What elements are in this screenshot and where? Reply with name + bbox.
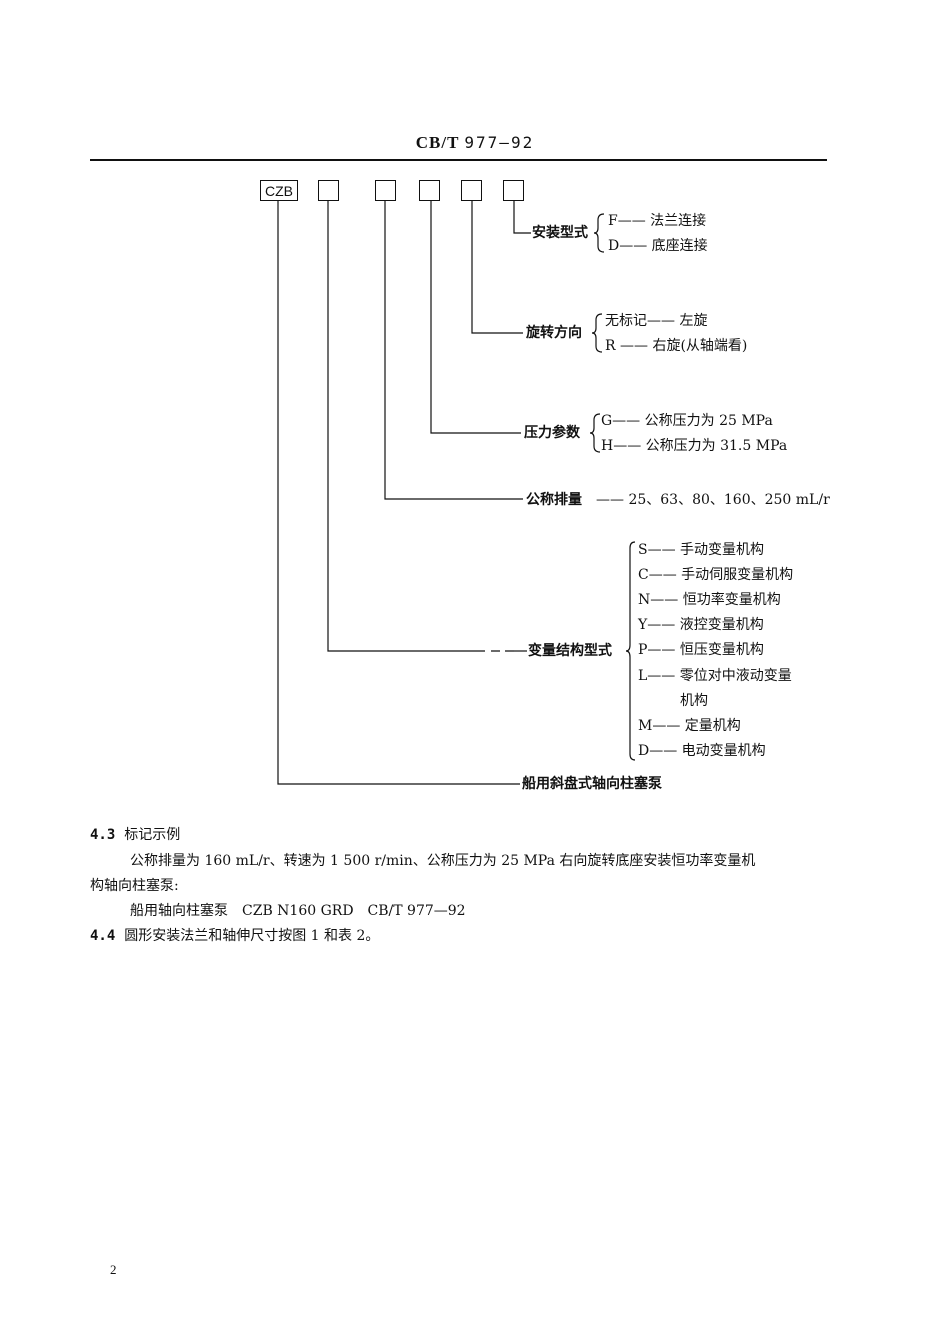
rotation-option-none: 无标记—— 左旋	[605, 313, 708, 329]
line-displacement	[384, 200, 523, 500]
section-4-3-title: 标记示例	[124, 827, 181, 843]
section-4-3-line1: 公称排量为 160 mL/r、转速为 1 500 r/min、公称压力为 25 …	[130, 853, 756, 869]
control-label: 变量结构型式	[528, 643, 612, 659]
control-option-n: N—— 恒功率变量机构	[638, 592, 781, 608]
page-number: 2	[110, 1262, 117, 1277]
brace-control	[625, 541, 636, 761]
section-4-4-text: 圆形安装法兰和轴伸尺寸按图 1 和表 2。	[124, 928, 380, 944]
control-option-y: Y—— 液控变量机构	[638, 617, 764, 633]
displacement-box	[375, 180, 396, 201]
standard-code: CB/T	[415, 133, 460, 152]
control-option-l-cont: 机构	[680, 693, 708, 709]
pressure-option-h: H—— 公称压力为 31.5 MPa	[601, 438, 788, 454]
prefix-box: CZB	[260, 180, 298, 201]
displacement-values: —— 25、63、80、160、250 mL/r	[596, 492, 830, 508]
section-4-4-number: 4.4	[90, 928, 116, 944]
product-label: 船用斜盘式轴向柱塞泵	[522, 776, 662, 792]
pressure-label: 压力参数	[524, 425, 580, 441]
line-rotation	[471, 200, 523, 334]
section-4-3-number: 4.3	[90, 827, 116, 843]
control-box	[318, 180, 339, 201]
mounting-label: 安装型式	[532, 225, 588, 241]
line-pressure	[430, 200, 521, 434]
section-4-4: 4.4 圆形安装法兰和轴伸尺寸按图 1 和表 2。	[90, 926, 379, 946]
section-4-3-heading: 4.3 标记示例	[90, 825, 180, 845]
pressure-box	[419, 180, 440, 201]
control-option-m: M—— 定量机构	[638, 718, 741, 734]
section-4-3-line2: 构轴向柱塞泵:	[90, 878, 179, 894]
section-4-3-example: 船用轴向柱塞泵 CZB N160 GRD CB/T 977—92	[130, 903, 466, 919]
pressure-option-g: G—— 公称压力为 25 MPa	[601, 413, 773, 429]
control-option-s: S—— 手动变量机构	[638, 542, 765, 558]
control-option-p: P—— 恒压变量机构	[638, 642, 764, 658]
line-control	[327, 200, 485, 652]
control-option-l: L—— 零位对中液动变量	[638, 668, 792, 684]
document-header: CB/T 977—92	[0, 133, 950, 153]
brace-pressure	[589, 413, 601, 453]
line-mounting	[513, 200, 531, 234]
standard-number: 977—92	[464, 133, 535, 152]
displacement-label: 公称排量	[526, 492, 582, 508]
control-option-d: D—— 电动变量机构	[638, 743, 766, 759]
line-product	[277, 200, 520, 785]
brace-mounting	[593, 213, 605, 253]
rotation-box	[461, 180, 482, 201]
mounting-box	[503, 180, 524, 201]
header-rule	[90, 159, 827, 161]
brace-rotation	[591, 313, 603, 353]
rotation-option-r: R —— 右旋(从轴端看)	[605, 338, 748, 354]
rotation-label: 旋转方向	[526, 325, 582, 341]
mounting-option-d: D—— 底座连接	[608, 238, 708, 254]
control-option-c: C—— 手动伺服变量机构	[638, 567, 794, 583]
mounting-option-f: F—— 法兰连接	[608, 213, 707, 229]
